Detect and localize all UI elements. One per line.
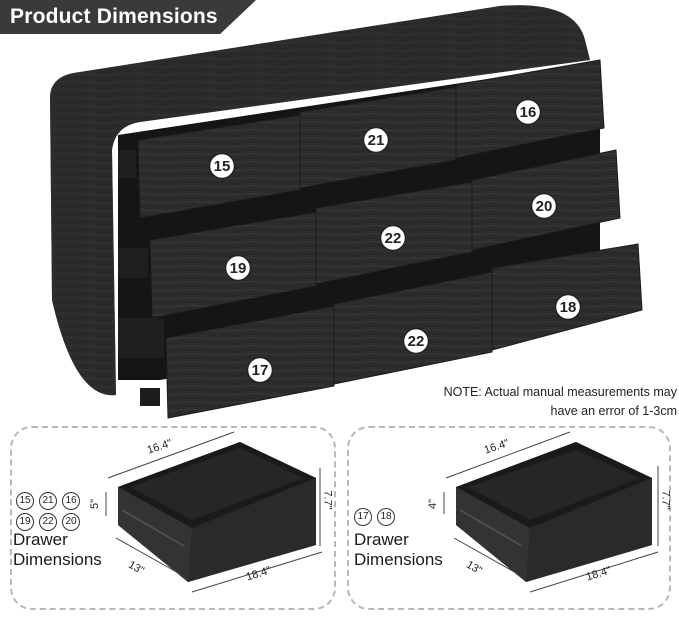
badge-21: 21: [39, 492, 57, 510]
drawer-number-22b: 22: [408, 333, 425, 350]
drawer-dimensions-label-large: Drawer Dimensions: [13, 530, 102, 569]
measurement-note: NOTE: Actual manual measurements may hav…: [372, 383, 677, 421]
drawer-dimensions-panel-large: [10, 426, 336, 610]
drawer-number-22: 22: [385, 230, 402, 247]
badge-22: 22: [39, 513, 57, 531]
badge-18: 18: [377, 508, 395, 526]
drawer-dimensions-panel-small: [347, 426, 671, 610]
dresser-image: 15 21 16 19 22 20 17 22 18: [50, 5, 643, 419]
dim-height-back-small: 7.7": [659, 490, 672, 510]
drawer-dimensions-label-small: Drawer Dimensions: [354, 530, 443, 569]
drawer-number-18: 18: [560, 299, 577, 316]
note-line-1: NOTE: Actual manual measurements may: [443, 385, 677, 399]
badge-19: 19: [16, 513, 34, 531]
drawer-number-19: 19: [230, 260, 247, 277]
badge-16: 16: [62, 492, 80, 510]
banner: [0, 0, 256, 34]
drawer-number-21: 21: [368, 132, 385, 149]
badge-group-small: 17 18: [354, 508, 395, 526]
drawer-front: [333, 271, 493, 385]
drawer-number-16: 16: [520, 104, 537, 121]
badge-17: 17: [354, 508, 372, 526]
drawer-number-20: 20: [536, 198, 553, 215]
badge-group-large: 15 21 16 19 22 20: [16, 492, 80, 531]
note-line-2: have an error of 1-3cm: [550, 404, 677, 418]
drawer-number-15: 15: [214, 158, 231, 175]
banner-title: Product Dimensions: [10, 5, 218, 28]
dim-height-front-small: 4": [427, 498, 440, 510]
drawer-number-17: 17: [252, 362, 269, 379]
badge-20: 20: [62, 513, 80, 531]
badge-15: 15: [16, 492, 34, 510]
